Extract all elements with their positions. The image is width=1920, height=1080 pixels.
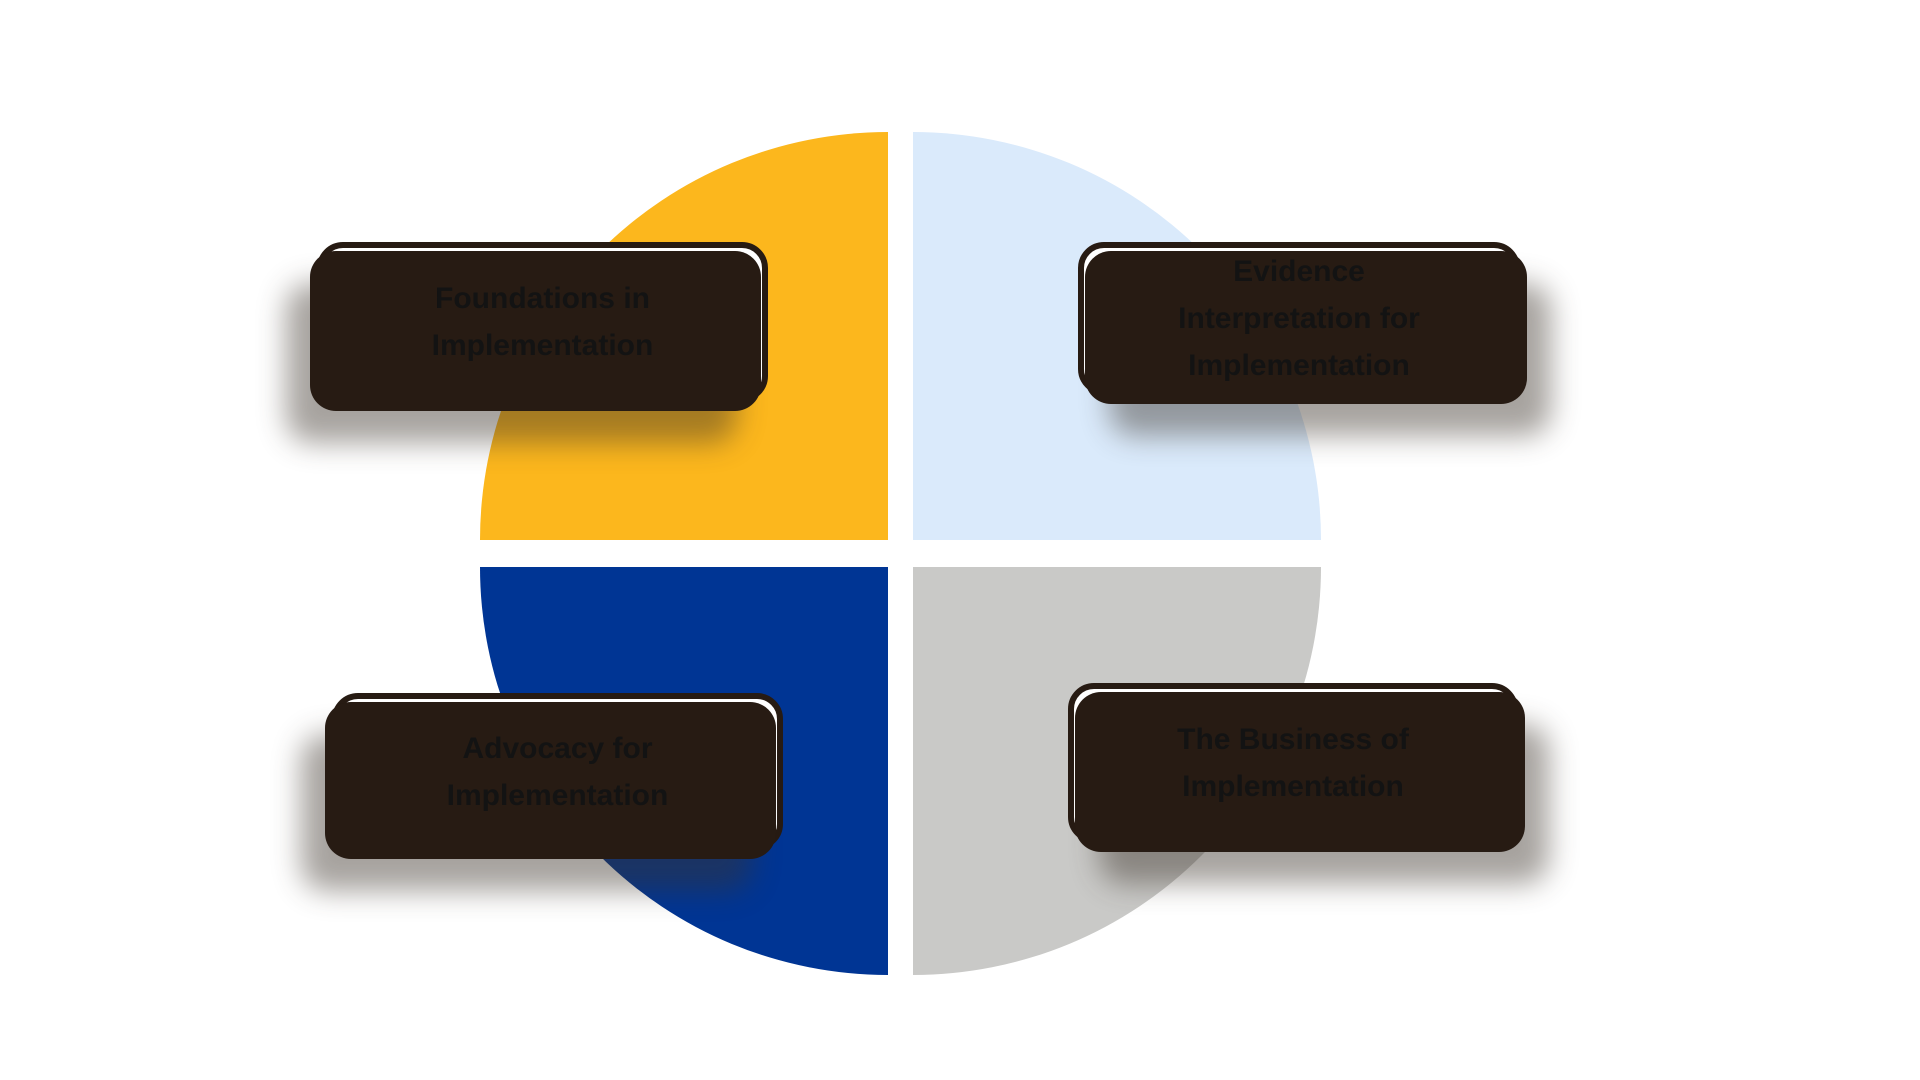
card-label-line: Implementation: [1188, 349, 1410, 382]
card-label-line: Implementation: [446, 778, 669, 812]
card-advocacy-for-implementation: Advocacy for Implementation: [332, 693, 783, 850]
card-foundations-in-implementation: Foundations in Implementation: [317, 242, 768, 402]
card-label-line: Foundations in: [435, 282, 650, 315]
card-label-line: Interpretation for: [1178, 302, 1420, 335]
card-label-line: Evidence: [1233, 255, 1365, 288]
card-the-business-of-implementation: The Business of Implementation: [1068, 683, 1518, 843]
card-evidence-interpretation-for-implementation: Evidence Interpretation for Implementati…: [1078, 242, 1520, 395]
card-label-line: Advocacy for: [462, 731, 653, 765]
card-label-line: Implementation: [1182, 770, 1404, 803]
card-label-line: The Business of: [1177, 723, 1409, 756]
card-label-line: Implementation: [431, 329, 654, 362]
